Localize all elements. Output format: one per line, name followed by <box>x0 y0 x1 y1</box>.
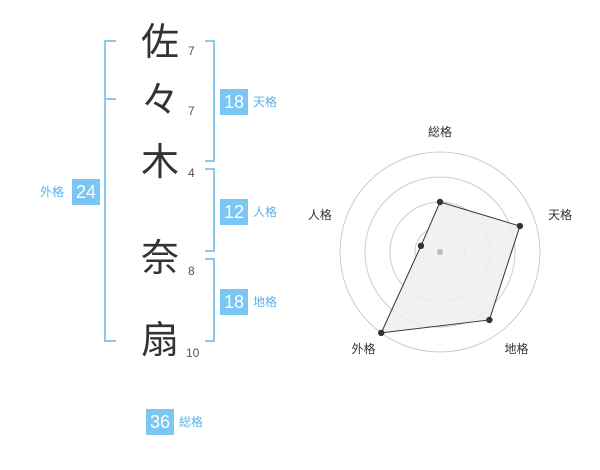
gaikaku-bracket <box>104 40 116 342</box>
chikaku-bracket <box>205 258 215 342</box>
radar-axis-label-4: 外格 <box>351 341 375 356</box>
radar-point-3 <box>486 316 493 324</box>
jinkaku-value: 12 <box>220 199 248 225</box>
gaikaku-value: 24 <box>72 179 100 205</box>
name-char-2: 々 <box>140 78 179 122</box>
stroke-count-1: 7 <box>188 44 195 58</box>
radar-grid-ring <box>339 151 541 353</box>
stroke-count-5: 10 <box>186 346 200 360</box>
stroke-count-4: 8 <box>188 264 195 278</box>
stroke-count-3: 4 <box>188 166 195 180</box>
radar-point-4 <box>378 329 385 337</box>
radar-point-5 <box>417 242 425 250</box>
radar-grid-ring <box>364 176 516 328</box>
name-char-4: 奈 <box>140 236 179 280</box>
tenkaku-value: 18 <box>220 89 248 115</box>
name-char-5: 扇 <box>140 318 179 362</box>
tenkaku-bracket <box>205 40 215 162</box>
jinkaku-bracket <box>205 168 215 252</box>
chikaku-value: 18 <box>220 289 248 315</box>
radar-center-dot <box>437 249 443 255</box>
chikaku-label: 地格 <box>253 295 278 309</box>
radar-point-2 <box>516 222 524 230</box>
radar-axis-label-1: 総格 <box>428 124 452 139</box>
name-char-1: 佐 <box>140 20 179 64</box>
stroke-count-2: 7 <box>188 104 195 118</box>
radar-axis-label-3: 地格 <box>505 341 529 356</box>
radar-point-1 <box>436 198 444 206</box>
tenkaku-label: 天格 <box>253 95 278 109</box>
radar-axis-label-2: 天格 <box>548 207 572 222</box>
jinkaku-label: 人格 <box>253 205 278 219</box>
soukaku-label: 総格 <box>179 415 204 429</box>
gaikaku-label: 外格 <box>40 185 65 199</box>
radar-value-polygon <box>380 201 521 334</box>
gaikaku-bracket-tick <box>106 98 116 100</box>
radar-axis-label-5: 人格 <box>308 207 332 222</box>
name-char-3: 木 <box>140 140 179 184</box>
soukaku-value: 36 <box>146 409 174 435</box>
